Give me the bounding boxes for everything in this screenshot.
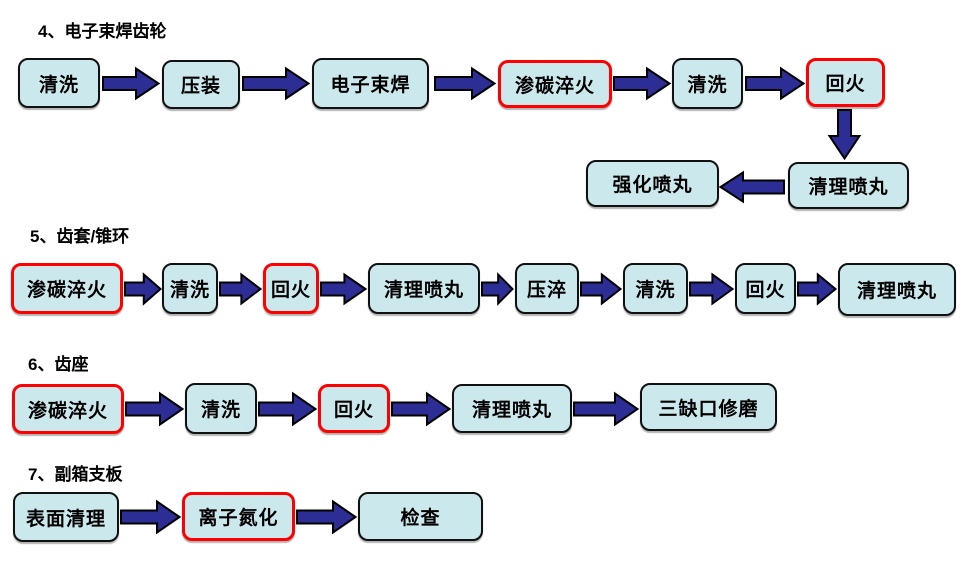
step-three-notch-grinding: 三缺口修磨 xyxy=(640,383,777,431)
step-tempering: 回火 xyxy=(263,263,319,314)
arrow-right-icon xyxy=(797,272,838,306)
step-tempering: 回火 xyxy=(318,384,390,433)
arrow-right-icon xyxy=(124,272,163,306)
step-shot-peening: 强化喷丸 xyxy=(586,160,719,207)
arrow-right-icon xyxy=(258,391,318,427)
step-press-fit: 压装 xyxy=(162,60,240,109)
step-cleaning: 清洗 xyxy=(18,58,100,108)
step-cleaning: 清洗 xyxy=(185,383,257,434)
step-cleaning: 清洗 xyxy=(672,58,743,109)
section-5-title: 5、齿套/锥环 xyxy=(30,227,130,246)
step-shot-blast-cleaning: 清理喷丸 xyxy=(788,162,909,209)
arrow-left-icon xyxy=(718,170,785,204)
step-surface-cleaning: 表面清理 xyxy=(13,492,119,542)
arrow-right-icon xyxy=(434,66,497,101)
arrow-right-icon xyxy=(391,391,452,427)
arrow-right-icon xyxy=(296,499,358,535)
arrow-right-icon xyxy=(125,391,185,427)
step-ion-nitriding: 离子氮化 xyxy=(182,492,295,541)
step-shot-blast-cleaning: 清理喷丸 xyxy=(368,263,480,314)
section-6-title: 6、齿座 xyxy=(28,355,89,374)
section-4-title: 4、电子束焊齿轮 xyxy=(38,22,167,41)
section-7-title: 7、副箱支板 xyxy=(28,465,123,484)
arrow-right-icon xyxy=(219,272,263,306)
arrow-right-icon xyxy=(580,272,623,306)
arrow-down-icon xyxy=(827,109,862,161)
arrow-right-icon xyxy=(320,272,368,306)
arrow-right-icon xyxy=(573,391,640,427)
step-shot-blast-cleaning: 清理喷丸 xyxy=(452,384,572,433)
step-carburizing-quenching: 渗碳淬火 xyxy=(498,60,612,108)
step-shot-blast-cleaning: 清理喷丸 xyxy=(838,263,956,316)
arrow-right-icon xyxy=(102,66,161,101)
step-cleaning: 清洗 xyxy=(623,263,688,314)
arrow-right-icon xyxy=(689,272,735,306)
arrow-right-icon xyxy=(745,66,806,101)
step-carburizing-quenching: 渗碳淬火 xyxy=(11,263,123,314)
step-carburizing-quenching: 渗碳淬火 xyxy=(12,384,124,434)
arrow-right-icon xyxy=(481,272,514,306)
arrow-right-icon xyxy=(242,66,311,101)
arrow-right-icon xyxy=(613,66,672,101)
step-inspection: 检查 xyxy=(358,492,483,541)
step-electron-beam-welding: 电子束焊 xyxy=(312,58,429,109)
step-press-quenching: 压淬 xyxy=(515,263,579,314)
step-cleaning: 清洗 xyxy=(162,263,218,314)
step-tempering: 回火 xyxy=(735,263,796,314)
arrow-right-icon xyxy=(120,499,182,535)
step-tempering: 回火 xyxy=(806,58,885,107)
